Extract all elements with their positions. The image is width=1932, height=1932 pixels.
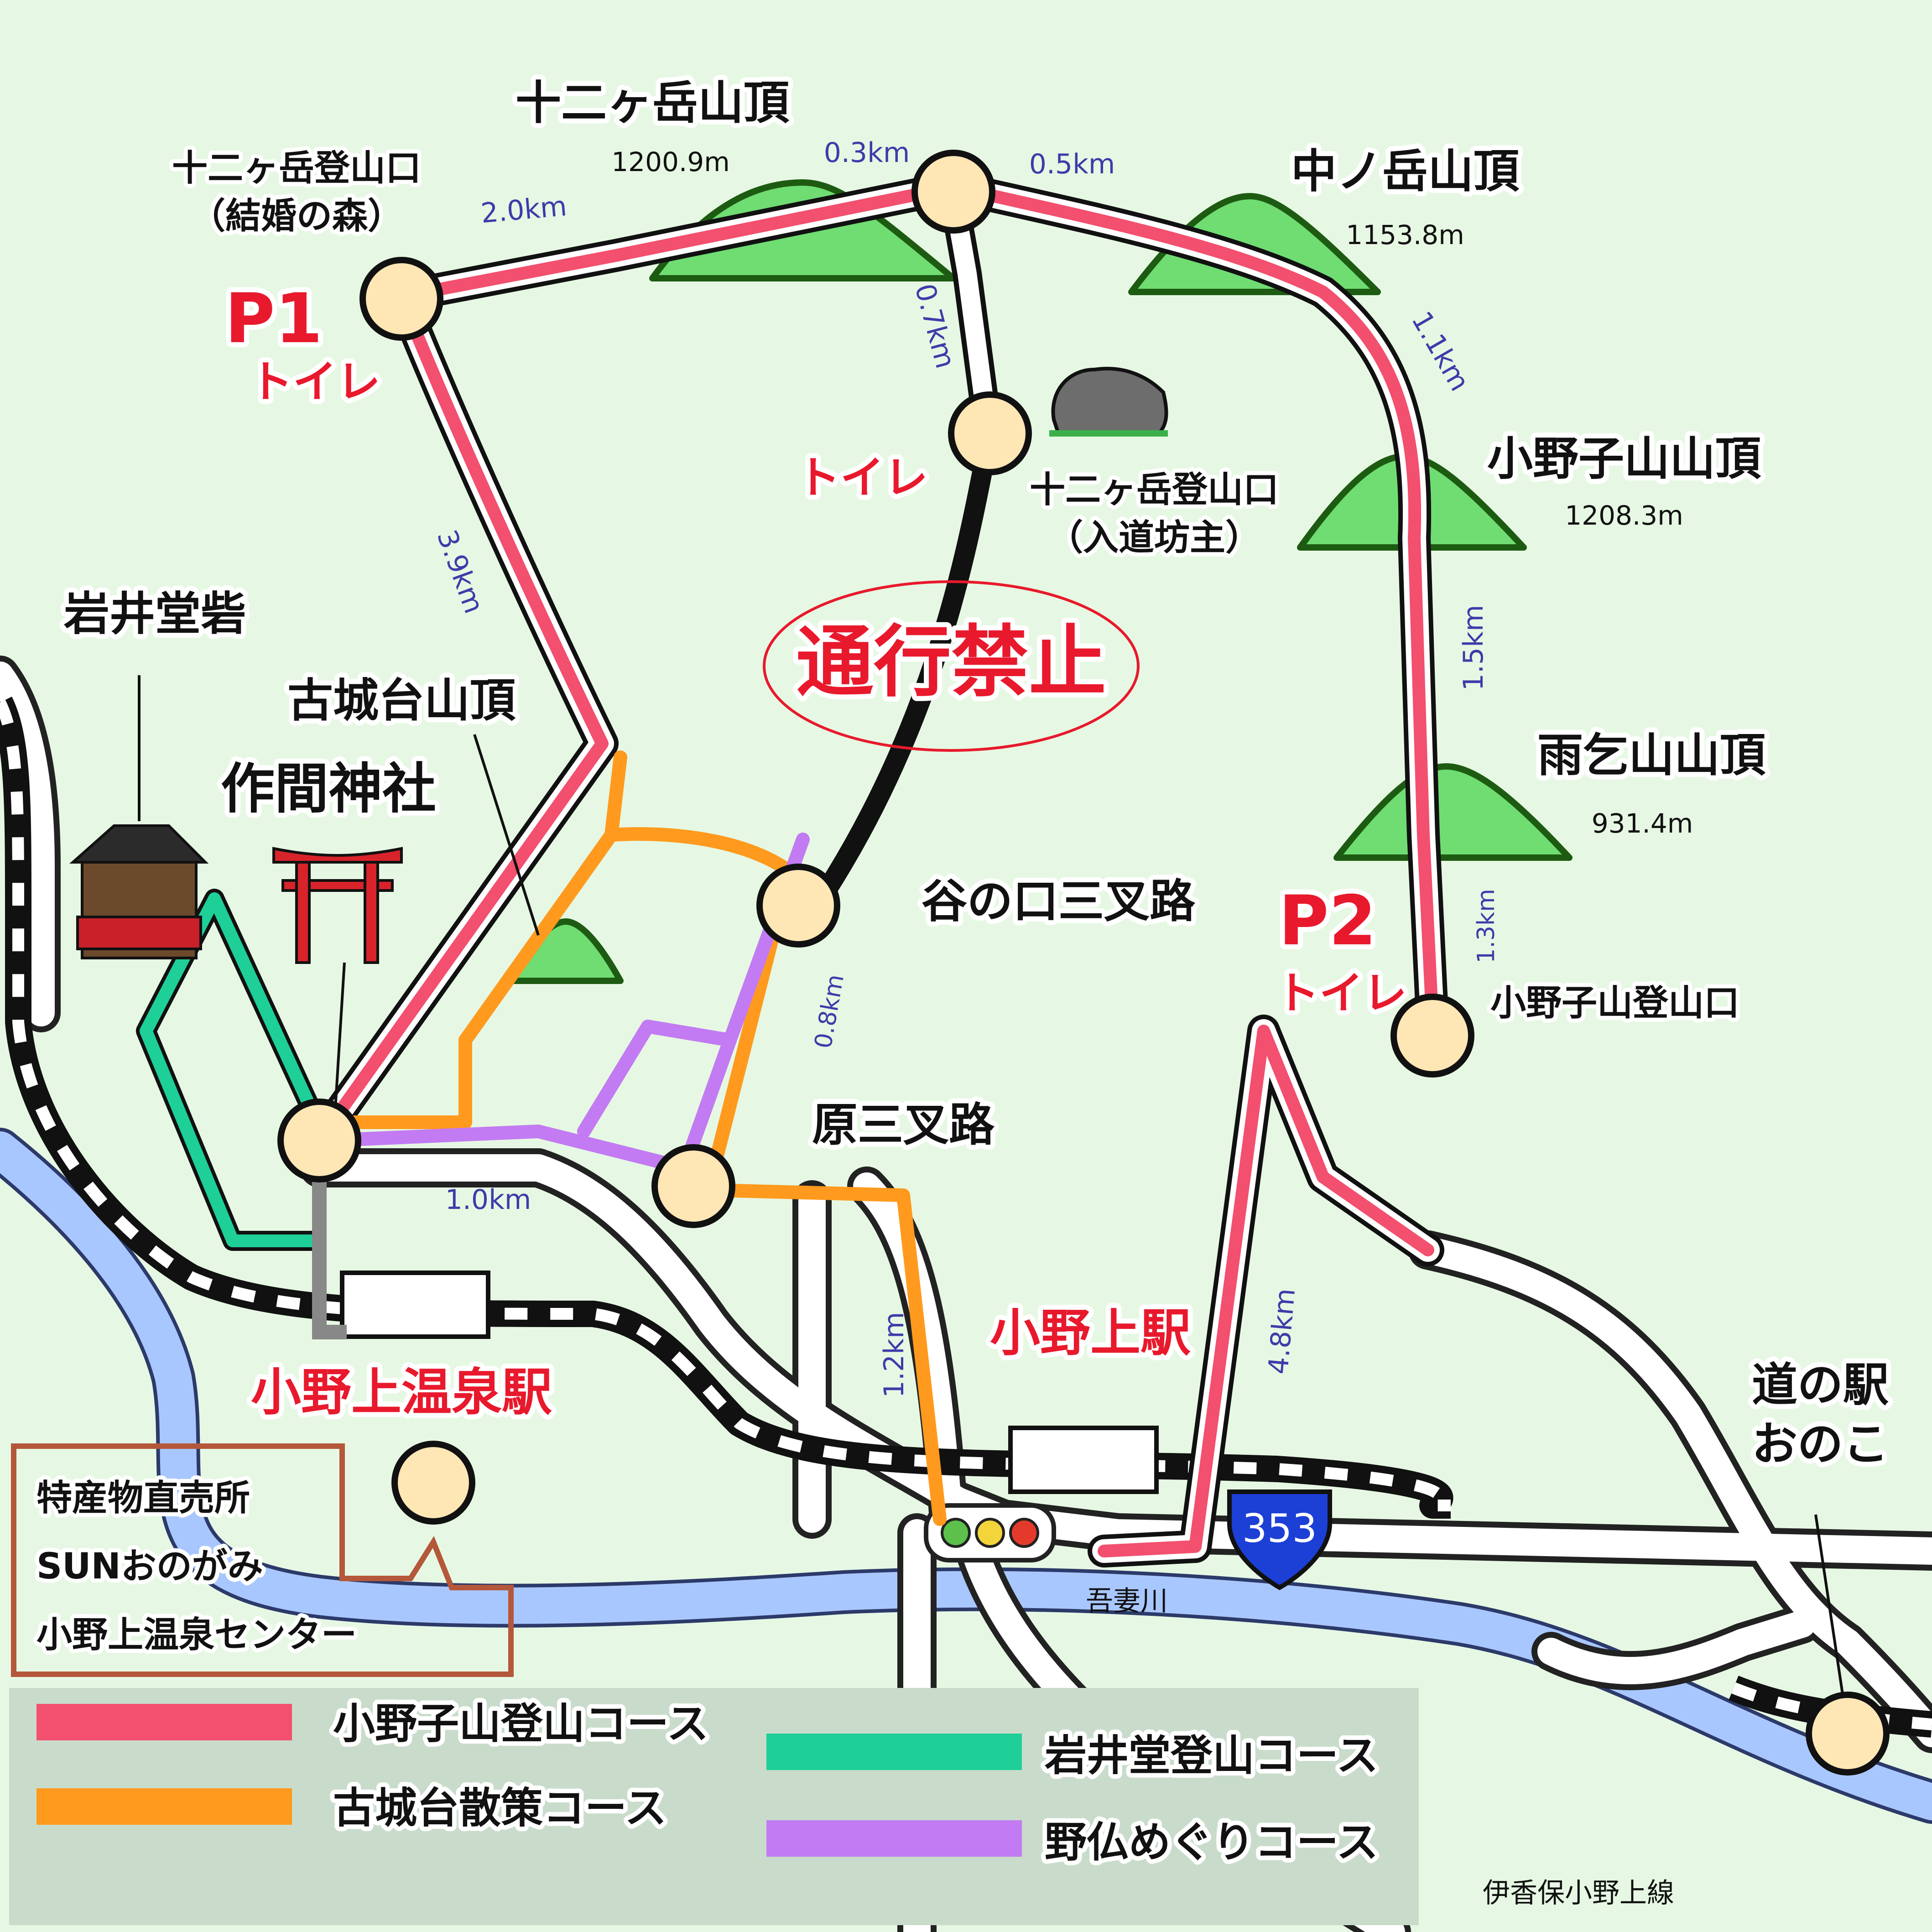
trailhead-onoko: 小野子山登山口 xyxy=(1490,983,1739,1024)
landmark-michinoeki-2: おのこ xyxy=(1752,1417,1889,1471)
node-hara xyxy=(651,1144,735,1228)
trailhead-juniga-marriage-line1: 十二ヶ岳登山口 xyxy=(172,148,421,189)
legend-label-onoko: 小野子山登山コース xyxy=(333,1699,708,1748)
trailhead-juniga-nyudo-line2: （入道坊主） xyxy=(1047,517,1261,558)
shop-line1: 特産物直売所 xyxy=(36,1478,250,1519)
node-michinoeki xyxy=(1806,1692,1890,1776)
boulder-icon xyxy=(1049,367,1168,437)
peak-amagoi-elev: 931.4m xyxy=(1592,808,1693,839)
landmark-iwaidou: 岩井堂砦 xyxy=(64,587,246,641)
node-sakuma xyxy=(277,1099,361,1182)
node-juniga-summit-junction xyxy=(911,150,995,234)
torii-icon xyxy=(272,847,403,964)
node-shop xyxy=(391,1441,475,1525)
toilet-mid-label: トイレ xyxy=(797,452,928,503)
closed-warning: 通行禁止 xyxy=(796,617,1106,708)
river-name: 吾妻川 xyxy=(1086,1585,1168,1617)
legend-swatches xyxy=(36,1704,1022,1857)
legend-label-iwaido: 岩井堂登山コース xyxy=(1045,1731,1378,1780)
onoko-course-trail xyxy=(303,171,1449,1567)
station-link-trail xyxy=(312,1150,347,1339)
node-onoko-trailhead xyxy=(1390,994,1474,1078)
parking-p2-toilet: トイレ xyxy=(1276,968,1407,1019)
shop-line3: 小野上温泉センター xyxy=(36,1614,357,1656)
distance-11: 1.2km xyxy=(878,1312,910,1398)
distance-8: 1.3km xyxy=(1473,889,1500,963)
distance-2: 0.3km xyxy=(824,137,910,169)
distance-12: 4.8km xyxy=(1262,1287,1302,1375)
trail-nodes xyxy=(277,150,1890,1776)
parking-p1-toilet: トイレ xyxy=(249,356,380,407)
node-toilet-mid xyxy=(948,391,1032,475)
shop-line2: SUNおのがみ xyxy=(36,1546,263,1587)
distance-10: 1.0km xyxy=(445,1184,531,1216)
legend-swatch-kojoudai xyxy=(36,1788,292,1825)
closed-ellipse xyxy=(763,580,1140,752)
junction-hara: 原三叉路 xyxy=(812,1098,995,1151)
legend-label-nobotoke: 野仏めぐりコース xyxy=(1045,1818,1378,1867)
peak-juniga-elev: 1200.9m xyxy=(611,146,729,177)
road-name: 伊香保小野上線 xyxy=(1483,1877,1674,1909)
peak-nakanodake-elev: 1153.8m xyxy=(1346,219,1464,250)
legend-label-kojoudai: 古城台散策コース xyxy=(333,1784,667,1833)
node-p1 xyxy=(359,257,443,341)
iwaido-course-trail xyxy=(136,889,329,1251)
parking-p1-label: P1 xyxy=(225,279,323,359)
node-taninokuchi xyxy=(756,864,840,948)
peak-nakanodake-name: 中ノ岳山頂 xyxy=(1291,145,1520,198)
leader-lines xyxy=(138,675,1844,1698)
peak-kojoudai-name: 古城台山頂 xyxy=(287,674,516,727)
landmark-michinoeki-1: 道の駅 xyxy=(1752,1358,1889,1411)
peak-amagoi-name: 雨乞山山頂 xyxy=(1537,729,1766,782)
peak-onoko-elev: 1208.3m xyxy=(1565,500,1683,531)
fort-icon xyxy=(69,824,209,959)
station-onokami: 小野上駅 xyxy=(990,1304,1191,1362)
trailhead-juniga-marriage-line2: （結婚の森） xyxy=(190,196,403,237)
kojoudai-course-trail xyxy=(322,750,947,1526)
junction-taninokuchi: 谷の口三叉路 xyxy=(922,875,1196,928)
legend-swatch-nobotoke xyxy=(766,1820,1022,1857)
parking-p2-label: P2 xyxy=(1279,881,1376,961)
legend-swatch-onoko xyxy=(36,1704,292,1740)
landmark-sakuma: 作間神社 xyxy=(221,757,436,820)
station-onokami-onsen: 小野上温泉駅 xyxy=(251,1363,552,1422)
traffic-light-icon xyxy=(924,1503,1056,1562)
onokami-onsen-station-building xyxy=(340,1271,490,1339)
distance-7: 1.5km xyxy=(1458,605,1489,691)
peak-onoko-name: 小野子山山頂 xyxy=(1487,432,1761,485)
closed-trail xyxy=(802,446,995,922)
route-353-sign-icon: 353 xyxy=(1227,1489,1332,1590)
onokami-station-building xyxy=(1008,1426,1159,1494)
shop-callout xyxy=(11,1443,514,1677)
peak-juniga-name: 十二ヶ岳山頂 xyxy=(516,76,790,130)
trailhead-juniga-nyudo-line1: 十二ヶ岳登山口 xyxy=(1030,469,1279,510)
mountain-amagoi-icon xyxy=(1333,763,1573,861)
legend-swatch-iwaido xyxy=(766,1734,1022,1770)
distance-1: 2.0km xyxy=(479,190,568,229)
distance-3: 0.5km xyxy=(1029,148,1115,180)
route-number: 353 xyxy=(1242,1506,1317,1552)
